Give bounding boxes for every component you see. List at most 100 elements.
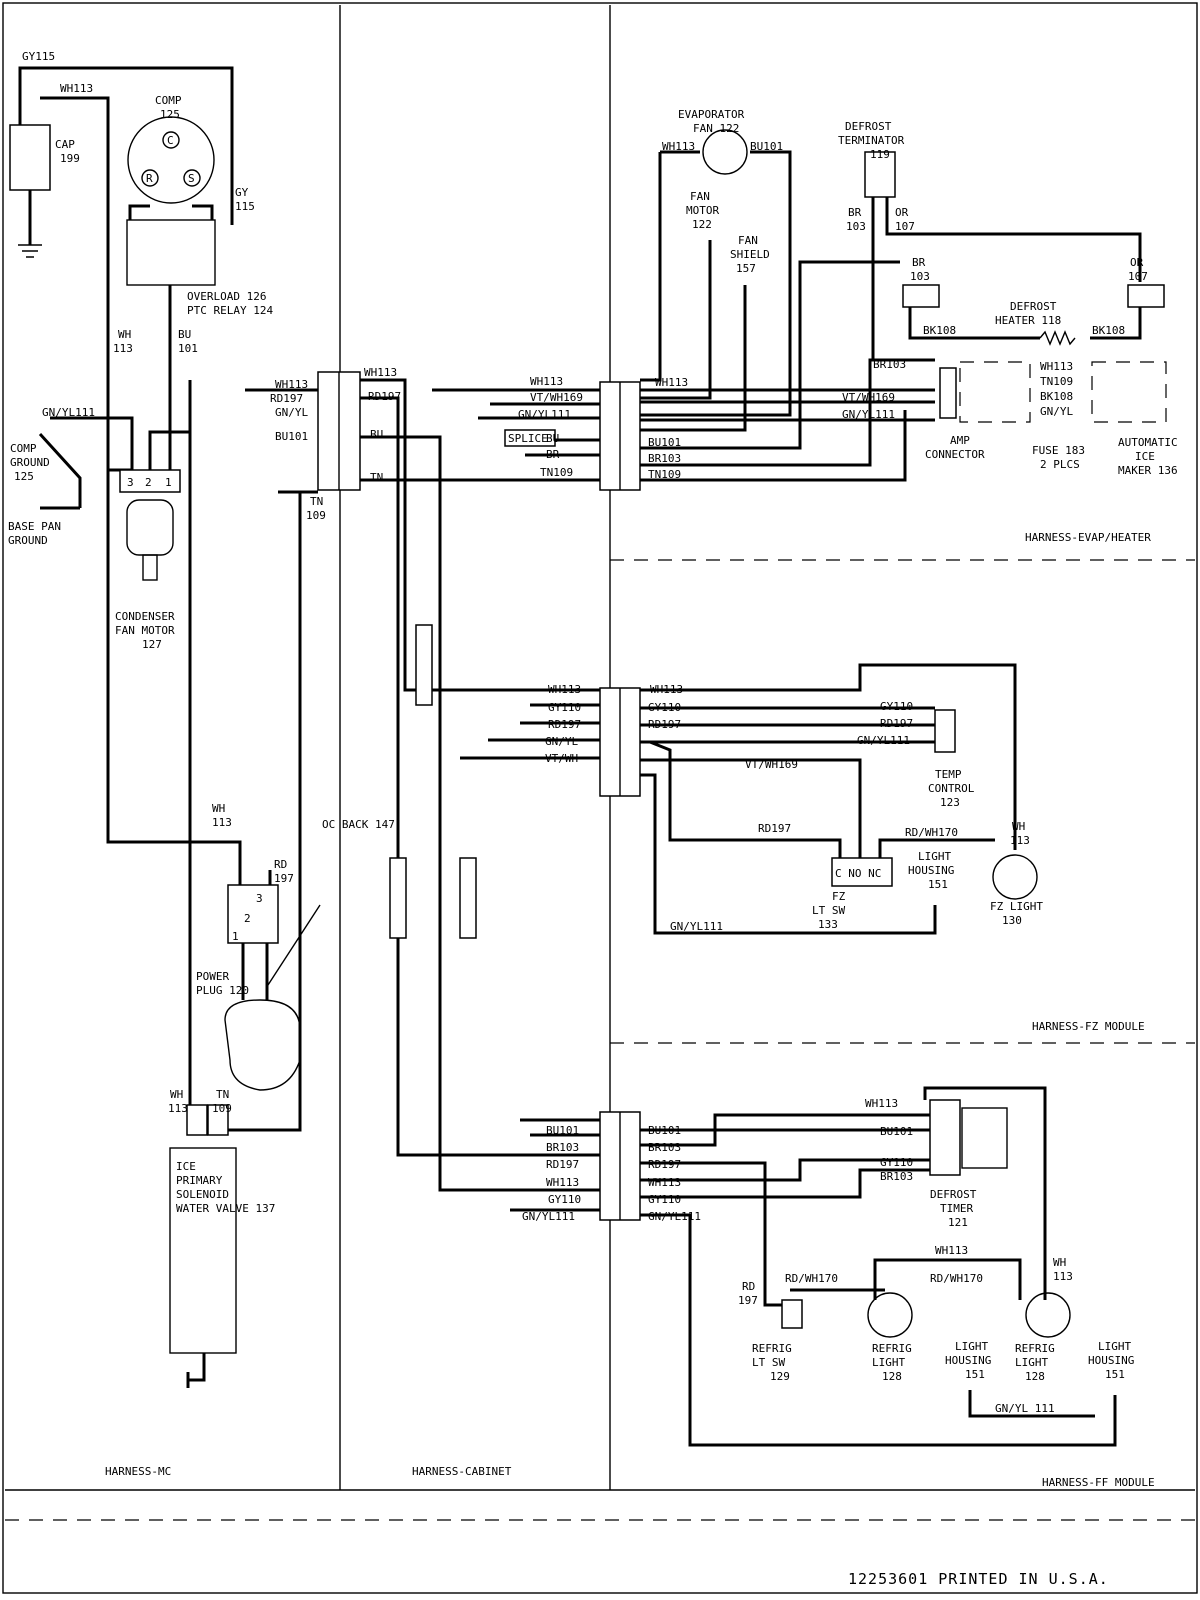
svg-text:130: 130 bbox=[1002, 914, 1022, 927]
svg-text:RD197: RD197 bbox=[548, 718, 581, 731]
svg-text:2: 2 bbox=[244, 912, 251, 925]
svg-text:BR103: BR103 bbox=[648, 452, 681, 465]
section-label-mc: HARNESS-MC bbox=[105, 1465, 171, 1478]
svg-text:MAKER 136: MAKER 136 bbox=[1118, 464, 1178, 477]
svg-text:151: 151 bbox=[965, 1368, 985, 1381]
svg-text:GY110: GY110 bbox=[648, 1193, 681, 1206]
svg-text:119: 119 bbox=[870, 148, 890, 161]
svg-text:WH113: WH113 bbox=[935, 1244, 968, 1257]
svg-text:GY115: GY115 bbox=[22, 50, 55, 63]
power-plug-symbol bbox=[224, 999, 301, 1091]
svg-text:109: 109 bbox=[212, 1102, 232, 1115]
harness-cabinet bbox=[317, 371, 600, 1212]
harness-ff-module bbox=[599, 1086, 1117, 1447]
svg-text:BU101: BU101 bbox=[750, 140, 783, 153]
svg-text:199: 199 bbox=[60, 152, 80, 165]
svg-text:RD197: RD197 bbox=[648, 718, 681, 731]
svg-text:BU101: BU101 bbox=[275, 430, 308, 443]
power-plug-connector bbox=[227, 884, 279, 944]
svg-text:VT/WH169: VT/WH169 bbox=[842, 391, 895, 404]
svg-text:BU: BU bbox=[546, 432, 559, 445]
svg-text:CONNECTOR: CONNECTOR bbox=[925, 448, 985, 461]
svg-text:WH: WH bbox=[1053, 1256, 1066, 1269]
svg-text:FAN: FAN bbox=[738, 234, 758, 247]
footer-print-code: 12253601 PRINTED IN U.S.A. bbox=[848, 1570, 1109, 1588]
svg-text:TERMINATOR: TERMINATOR bbox=[838, 134, 905, 147]
svg-text:GN/YL111: GN/YL111 bbox=[42, 406, 95, 419]
section-label-cabinet: HARNESS-CABINET bbox=[412, 1465, 512, 1478]
svg-text:FAN: FAN bbox=[690, 190, 710, 203]
svg-text:BU101: BU101 bbox=[648, 436, 681, 449]
svg-text:2: 2 bbox=[145, 476, 152, 489]
svg-text:WATER VALVE 137: WATER VALVE 137 bbox=[176, 1202, 275, 1215]
svg-text:BK108: BK108 bbox=[1040, 390, 1073, 403]
svg-text:133: 133 bbox=[818, 918, 838, 931]
svg-text:GN/YL: GN/YL bbox=[545, 735, 578, 748]
refrig-light-bulb-2 bbox=[1025, 1292, 1071, 1338]
svg-text:BR: BR bbox=[546, 448, 560, 461]
svg-text:OVERLOAD 126: OVERLOAD 126 bbox=[187, 290, 266, 303]
svg-text:HEATER 118: HEATER 118 bbox=[995, 314, 1061, 327]
svg-text:GROUND: GROUND bbox=[8, 534, 48, 547]
svg-text:RD197: RD197 bbox=[880, 717, 913, 730]
svg-text:WH113: WH113 bbox=[1040, 360, 1073, 373]
svg-text:GN/YL111: GN/YL111 bbox=[670, 920, 723, 933]
svg-text:HOUSING: HOUSING bbox=[1088, 1354, 1134, 1367]
svg-text:128: 128 bbox=[882, 1370, 902, 1383]
svg-text:PTC RELAY 124: PTC RELAY 124 bbox=[187, 304, 273, 317]
svg-text:EVAPORATOR: EVAPORATOR bbox=[678, 108, 745, 121]
refrig-light-switch bbox=[781, 1299, 803, 1329]
svg-text:LIGHT: LIGHT bbox=[872, 1356, 905, 1369]
svg-text:CONDENSER: CONDENSER bbox=[115, 610, 175, 623]
svg-text:113: 113 bbox=[1010, 834, 1030, 847]
section-label-fz: HARNESS-FZ MODULE bbox=[1032, 1020, 1145, 1033]
svg-text:TN: TN bbox=[216, 1088, 229, 1101]
svg-text:LIGHT: LIGHT bbox=[1098, 1340, 1131, 1353]
svg-text:113: 113 bbox=[212, 816, 232, 829]
evaporator-fan-symbol bbox=[702, 129, 748, 175]
svg-text:GN/YL111: GN/YL111 bbox=[518, 408, 571, 421]
condenser-fan-motor bbox=[126, 499, 174, 556]
svg-text:GN/YL111: GN/YL111 bbox=[648, 1210, 701, 1223]
svg-text:LIGHT: LIGHT bbox=[955, 1340, 988, 1353]
svg-text:OR: OR bbox=[1130, 256, 1144, 269]
svg-text:109: 109 bbox=[306, 509, 326, 522]
svg-text:WH113: WH113 bbox=[364, 366, 397, 379]
svg-text:GY: GY bbox=[235, 186, 249, 199]
svg-text:2 PLCS: 2 PLCS bbox=[1040, 458, 1080, 471]
svg-text:1: 1 bbox=[165, 476, 172, 489]
svg-text:BR103: BR103 bbox=[880, 1170, 913, 1183]
svg-text:BR103: BR103 bbox=[873, 358, 906, 371]
svg-text:VT/WH169: VT/WH169 bbox=[530, 391, 583, 404]
svg-text:BR103: BR103 bbox=[546, 1141, 579, 1154]
svg-text:SPLICE: SPLICE bbox=[508, 432, 548, 445]
svg-text:LT SW: LT SW bbox=[752, 1356, 785, 1369]
svg-text:3: 3 bbox=[256, 892, 263, 905]
svg-text:R: R bbox=[146, 172, 153, 185]
temp-control-symbol bbox=[934, 709, 956, 753]
svg-text:REFRIG: REFRIG bbox=[752, 1342, 792, 1355]
svg-text:GY110: GY110 bbox=[880, 700, 913, 713]
svg-text:103: 103 bbox=[846, 220, 866, 233]
svg-text:113: 113 bbox=[168, 1102, 188, 1115]
svg-text:128: 128 bbox=[1025, 1370, 1045, 1383]
svg-text:WH113: WH113 bbox=[546, 1176, 579, 1189]
svg-text:GN/YL111: GN/YL111 bbox=[857, 734, 910, 747]
svg-text:GN/YL111: GN/YL111 bbox=[842, 408, 895, 421]
svg-text:DEFROST: DEFROST bbox=[1010, 300, 1057, 313]
harness-fz-module bbox=[599, 663, 1038, 935]
svg-text:GN/YL111: GN/YL111 bbox=[522, 1210, 575, 1223]
svg-text:BR: BR bbox=[848, 206, 862, 219]
fz-light-bulb bbox=[992, 854, 1038, 900]
svg-text:BU101: BU101 bbox=[648, 1124, 681, 1137]
svg-text:ICE: ICE bbox=[1135, 450, 1155, 463]
svg-text:TEMP: TEMP bbox=[935, 768, 962, 781]
svg-text:COMP: COMP bbox=[10, 442, 37, 455]
defrost-timer-symbol bbox=[929, 1099, 961, 1176]
overload-relay-box bbox=[126, 219, 216, 286]
svg-text:WH: WH bbox=[118, 328, 131, 341]
svg-text:WH113: WH113 bbox=[60, 82, 93, 95]
svg-text:TN: TN bbox=[310, 495, 323, 508]
